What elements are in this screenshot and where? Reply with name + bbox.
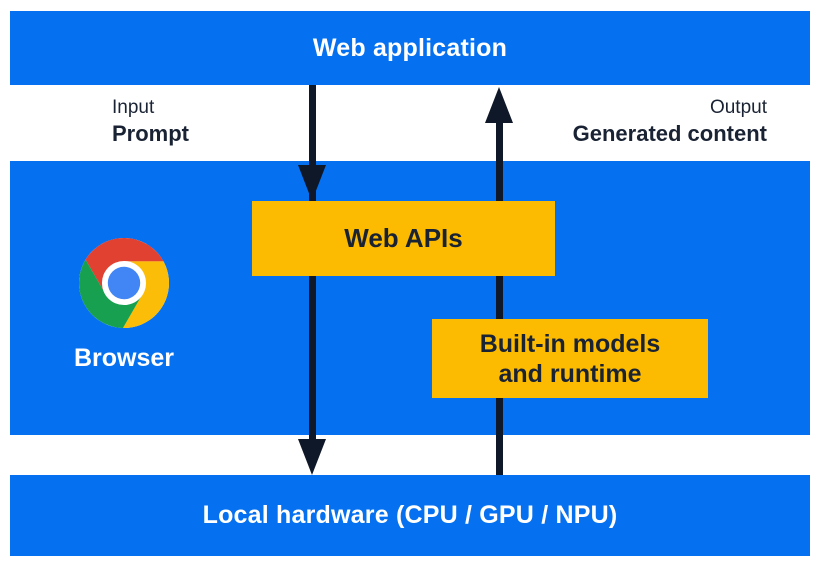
prompt-down-arrowhead-bottom	[298, 439, 326, 475]
content-up-arrow-line	[496, 120, 503, 475]
output-label: Output	[709, 97, 767, 118]
web-application-bar: Web application	[10, 11, 810, 85]
chrome-icon	[79, 238, 169, 328]
local-hardware-label: Local hardware (CPU / GPU / NPU)	[202, 501, 618, 529]
content-up-arrowhead	[485, 87, 513, 123]
web-apis-label: Web APIs	[344, 223, 463, 253]
web-application-label: Web application	[312, 33, 508, 62]
builtin-models-box: Built-in models and runtime	[432, 319, 708, 398]
output-annotation: Output Generated content	[573, 96, 767, 147]
builtin-models-label-line2: and runtime	[498, 359, 642, 388]
browser-block: Browser	[38, 238, 210, 373]
web-apis-box: Web APIs	[252, 201, 555, 276]
prompt-label: Prompt	[112, 121, 189, 146]
input-label: Input	[112, 97, 155, 118]
generated-content-label: Generated content	[572, 121, 767, 146]
prompt-down-arrowhead-top	[298, 165, 326, 201]
local-hardware-bar: Local hardware (CPU / GPU / NPU)	[10, 475, 810, 556]
builtin-models-label-line1: Built-in models	[479, 329, 661, 358]
input-annotation: Input Prompt	[112, 96, 189, 147]
browser-label: Browser	[73, 344, 175, 372]
